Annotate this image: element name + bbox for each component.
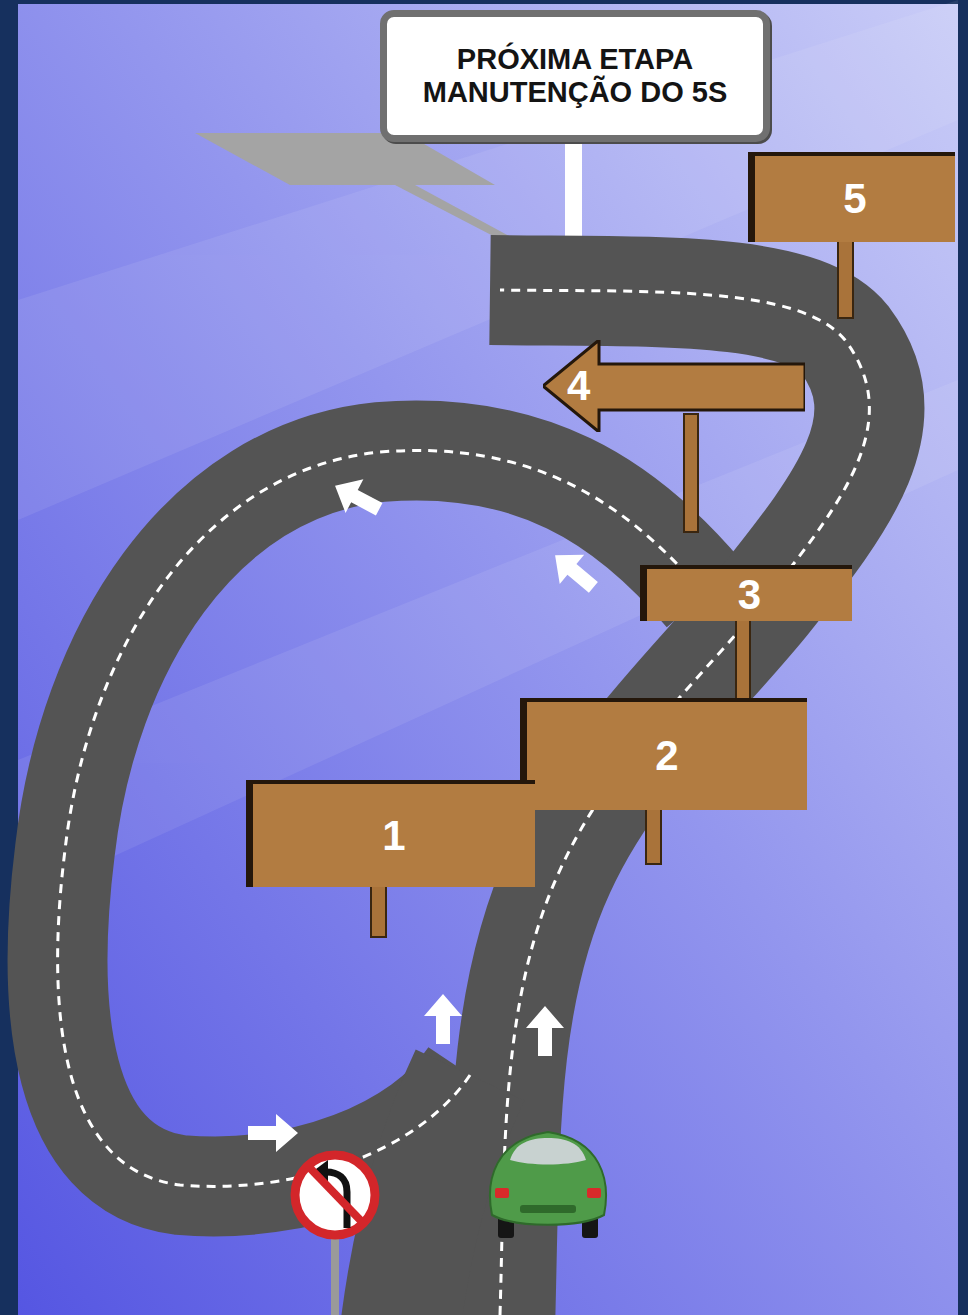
lane-line: [58, 450, 705, 1186]
road-main: [490, 290, 869, 1315]
step-sign: 3: [640, 565, 852, 621]
no-left-turn-sign: [295, 1155, 375, 1235]
step-sign: 1: [246, 780, 535, 887]
car-body: [490, 1132, 606, 1225]
car: [490, 1132, 606, 1238]
car-window: [510, 1138, 586, 1165]
road-junction: [400, 1075, 470, 1315]
sign-post: [646, 808, 661, 864]
step-sign: 5: [748, 152, 955, 242]
tail-light: [587, 1188, 601, 1198]
arrow-sign: 4: [543, 340, 805, 432]
tail-light: [495, 1188, 509, 1198]
car-bumper: [520, 1205, 576, 1213]
direction-arrow: [543, 541, 606, 602]
lane-line: [500, 290, 869, 1315]
step-number: 3: [738, 574, 761, 616]
step-number: 4: [567, 365, 590, 407]
sign-post: [684, 414, 698, 532]
prohibition-slash: [308, 1166, 364, 1224]
sign-post: [736, 619, 750, 701]
arrow-sign-board: [543, 340, 805, 432]
step-number: 1: [382, 815, 405, 857]
sign-text: PRÓXIMA ETAPA MANUTENÇÃO DO 5S: [405, 43, 745, 110]
sign-post: [371, 885, 386, 937]
step-sign: 2: [520, 698, 807, 810]
direction-arrow: [424, 994, 462, 1044]
step-number: 2: [655, 735, 678, 777]
step-number: 5: [843, 178, 866, 220]
sign-pole: [331, 1236, 339, 1315]
direction-arrow: [326, 469, 388, 526]
direction-arrow: [248, 1114, 298, 1152]
direction-arrow: [526, 1006, 564, 1056]
next-step-sign: PRÓXIMA ETAPA MANUTENÇÃO DO 5S: [380, 10, 770, 142]
sign-post: [838, 240, 853, 318]
